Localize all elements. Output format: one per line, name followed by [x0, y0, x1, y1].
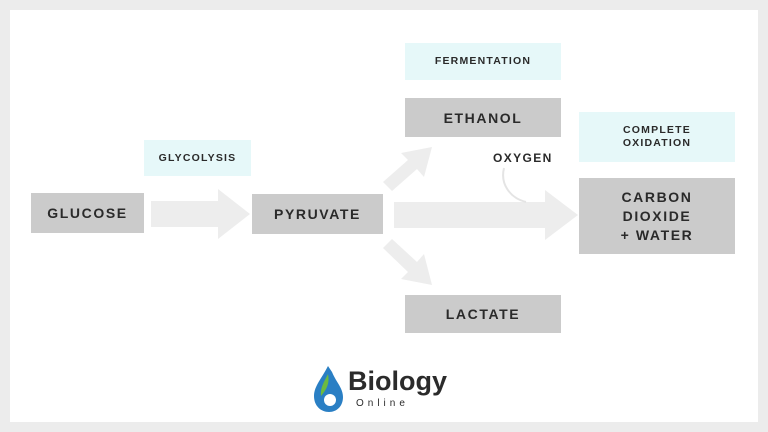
- glycolysis-arrow: [151, 189, 250, 239]
- pyruvate-node: PYRUVATE: [252, 194, 383, 234]
- fermentation-label: FERMENTATION: [405, 43, 561, 80]
- oxygen-label: OXYGEN: [493, 151, 553, 165]
- logo-wordmark: Biology: [348, 366, 447, 396]
- glucose-node: GLUCOSE: [31, 193, 144, 233]
- lactate-node: LACTATE: [405, 295, 561, 333]
- logo-subtitle: Online: [356, 398, 409, 409]
- biology-online-logo: Biology Online: [312, 364, 472, 414]
- oxidation-arrow: [394, 190, 578, 240]
- fermentation-arrow: [383, 147, 432, 191]
- oxygen-curve: [502, 167, 527, 203]
- complete-oxidation-label: COMPLETE OXIDATION: [579, 112, 735, 162]
- drop-leaf-icon: [314, 366, 343, 412]
- glycolysis-label: GLYCOLYSIS: [144, 140, 251, 176]
- ethanol-node: ETHANOL: [405, 98, 561, 137]
- lactate-arrow: [383, 239, 432, 285]
- carbon-dioxide-water-node: CARBON DIOXIDE + WATER: [579, 178, 735, 254]
